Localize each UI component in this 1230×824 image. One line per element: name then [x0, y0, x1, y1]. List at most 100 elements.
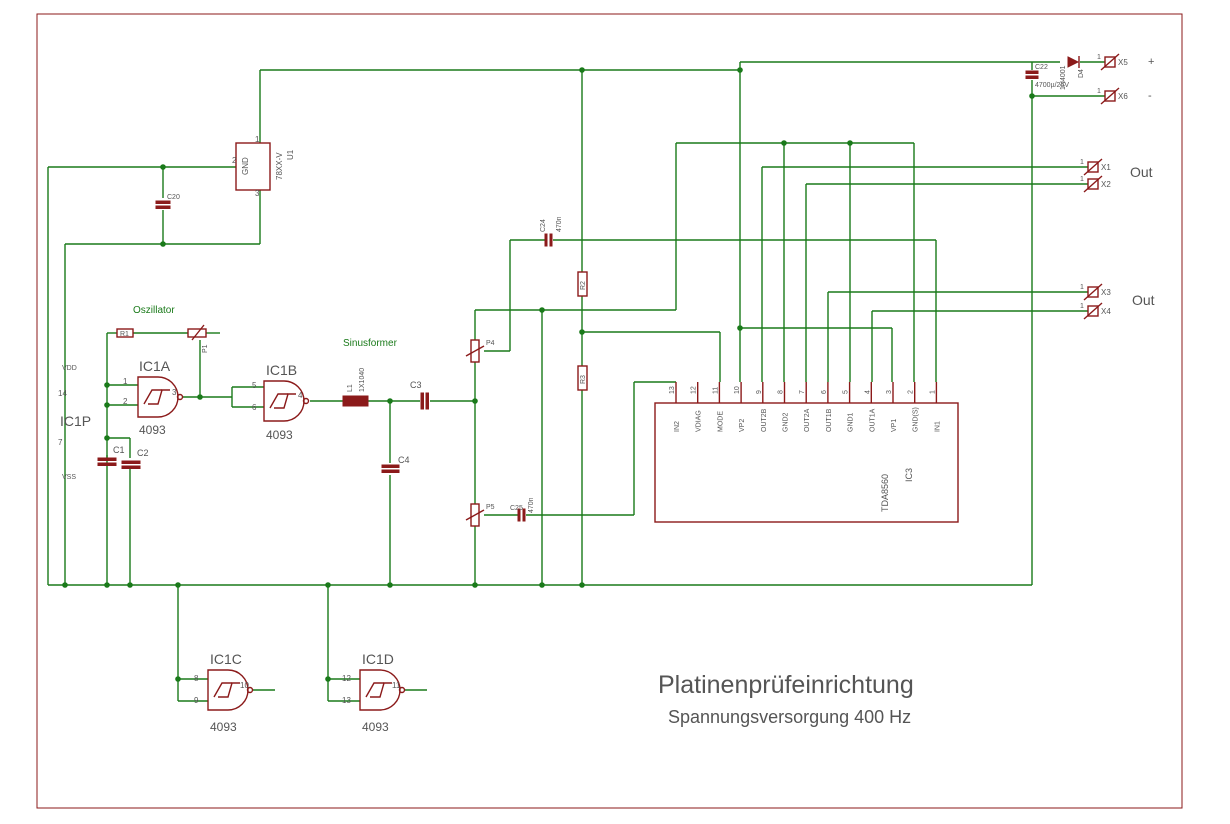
svg-text:C20: C20: [167, 194, 180, 201]
ic3-pin-number: 10: [734, 386, 741, 394]
svg-text:4093: 4093: [139, 423, 166, 437]
resistor-r2: R2: [577, 271, 588, 297]
capacitor-c3: C3: [410, 380, 429, 410]
ic3-pin-number: 4: [864, 390, 871, 394]
ic3-pin-label: IN2: [674, 421, 681, 432]
connector-x6: X6 1: [1097, 87, 1128, 105]
capacitor-c22: C22 4700µ/25V: [1025, 64, 1069, 89]
svg-text:IC1A: IC1A: [139, 358, 171, 374]
connector-x5: X5 1: [1097, 53, 1128, 71]
ic3-pin-number: 7: [799, 390, 806, 394]
svg-text:8: 8: [194, 674, 199, 683]
capacitor-c20: C20: [155, 194, 180, 209]
ic3-pin-number: 1: [929, 390, 936, 394]
ic3-pin-label: VDIAG: [696, 410, 703, 432]
svg-text:R2: R2: [580, 281, 587, 290]
ic3-pin-label: OUT1A: [869, 408, 876, 432]
ic3-pin-number: 8: [778, 390, 785, 394]
gate-ic1d: IC1D 4093 12 13 11: [342, 651, 406, 734]
capacitor-c1: C1: [97, 445, 125, 466]
svg-text:3: 3: [255, 189, 260, 198]
svg-text:1: 1: [255, 135, 260, 144]
svg-text:P5: P5: [486, 504, 495, 511]
svg-text:1X1040: 1X1040: [359, 368, 366, 392]
ic3-pin-label: VP1: [891, 419, 898, 432]
svg-text:C25: C25: [510, 505, 523, 512]
svg-text:C2: C2: [137, 448, 149, 458]
wires: [47, 61, 1105, 702]
svg-text:R3: R3: [580, 375, 587, 384]
svg-text:L1: L1: [347, 384, 354, 392]
svg-text:X6: X6: [1118, 92, 1128, 101]
svg-text:10: 10: [240, 681, 249, 690]
capacitor-c4: C4: [381, 455, 410, 473]
resistor-r1: R1: [116, 328, 134, 338]
ic3-pin-label: MODE: [717, 411, 724, 432]
svg-text:6: 6: [252, 403, 257, 412]
resistor-r3: R3: [577, 365, 588, 391]
svg-text:P4: P4: [486, 340, 495, 347]
svg-text:TDA8560: TDA8560: [880, 474, 890, 512]
ic3-pin-label: IN1: [934, 421, 941, 432]
capacitor-c25: C25 470n: [510, 497, 535, 522]
svg-text:3: 3: [172, 388, 177, 397]
svg-text:IC1B: IC1B: [266, 362, 297, 378]
svg-text:13: 13: [342, 696, 351, 705]
ic1p-power: VDD 14 IC1P 7 VSS: [58, 365, 91, 481]
ic3-pin-label: GND(S): [913, 407, 920, 432]
gate-ic1b: IC1B 4093 5 6 4: [252, 362, 310, 442]
svg-text:C22: C22: [1035, 64, 1048, 71]
capacitor-c24: C24 470n: [540, 216, 563, 247]
ic3-pin-number: 5: [843, 390, 850, 394]
svg-text:X5: X5: [1118, 58, 1128, 67]
label-out-2: Out: [1132, 292, 1155, 308]
svg-text:GND: GND: [241, 157, 250, 175]
connector-x1: X1 1: [1080, 158, 1111, 176]
svg-text:14: 14: [58, 389, 67, 398]
svg-text:5: 5: [252, 381, 257, 390]
svg-text:IC1P: IC1P: [60, 413, 91, 429]
ic3-tda8560: 13IN212VDIAG11MODE10VP29OUT2B8GND27OUT2A…: [654, 386, 959, 523]
svg-text:9: 9: [194, 696, 199, 705]
svg-text:1: 1: [1080, 176, 1084, 183]
schematic-subtitle: Spannungsversorgung 400 Hz: [668, 707, 911, 727]
diode-d4: D4 1N4001: [1060, 56, 1085, 90]
svg-text:C1: C1: [113, 445, 125, 455]
ic3-pin-label: OUT2A: [804, 408, 811, 432]
svg-text:4093: 4093: [362, 720, 389, 734]
ic3-pin-number: 12: [691, 386, 698, 394]
svg-text:IC3: IC3: [904, 468, 914, 482]
potentiometer-p4: P4: [465, 339, 495, 363]
svg-text:D4: D4: [1078, 69, 1085, 78]
svg-text:1: 1: [1080, 303, 1084, 310]
svg-text:1: 1: [1097, 54, 1101, 61]
junctions: [62, 67, 1035, 682]
inductor-l1: L1 1X1040: [342, 368, 369, 407]
svg-text:X1: X1: [1101, 163, 1111, 172]
label-oszillator: Oszillator: [133, 305, 175, 316]
regulator-u1: GND 2 1 3 78XX-V U1: [232, 135, 295, 198]
svg-text:VDD: VDD: [62, 365, 77, 372]
svg-text:1: 1: [1080, 159, 1084, 166]
svg-text:12: 12: [342, 674, 351, 683]
svg-text:4093: 4093: [210, 720, 237, 734]
svg-text:2: 2: [232, 156, 237, 165]
label-out-1: Out: [1130, 164, 1153, 180]
svg-text:1: 1: [1097, 88, 1101, 95]
svg-text:C4: C4: [398, 455, 410, 465]
ic3-pin-number: 6: [821, 390, 828, 394]
svg-text:11: 11: [392, 681, 401, 690]
svg-text:1: 1: [123, 377, 128, 386]
svg-text:2: 2: [123, 397, 128, 406]
svg-text:X4: X4: [1101, 307, 1111, 316]
svg-text:U1: U1: [286, 149, 295, 160]
svg-text:4093: 4093: [266, 428, 293, 442]
ic3-pin-number: 11: [712, 387, 719, 394]
potentiometer-p1: P1: [187, 324, 209, 353]
connector-x2: X21: [1080, 175, 1111, 193]
gate-ic1a: IC1A 4093 1 2 3: [123, 358, 184, 437]
svg-text:4700µ/25V: 4700µ/25V: [1035, 82, 1069, 89]
svg-text:X3: X3: [1101, 288, 1111, 297]
